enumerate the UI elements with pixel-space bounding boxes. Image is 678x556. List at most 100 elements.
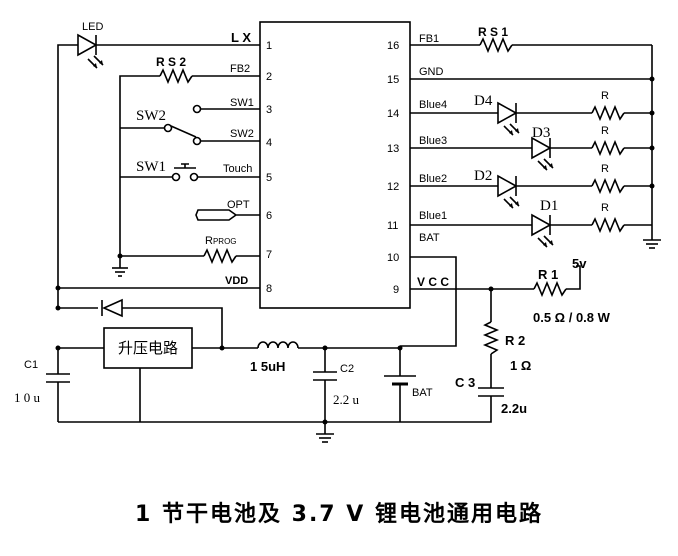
pin-3-number: 3 bbox=[266, 104, 272, 116]
junction-gnd bbox=[649, 76, 655, 82]
pin-8-name: VDD bbox=[225, 275, 248, 287]
pin-1-number: 1 bbox=[266, 40, 272, 52]
r2-resistor bbox=[482, 321, 500, 355]
pin-2-number: 2 bbox=[266, 71, 272, 83]
junction-ground-main bbox=[322, 419, 328, 425]
c3-label: C 3 bbox=[455, 375, 475, 390]
c1-value: 1 0 u bbox=[14, 390, 41, 405]
c1-label: C1 bbox=[24, 359, 38, 371]
d3-diode bbox=[531, 136, 554, 171]
r1-power-value: 0.5 Ω / 0.8 W bbox=[533, 310, 611, 325]
circuit-schematic: 1 2 3 4 5 6 7 8 L X FB2 SW1 SW2 Touch OP… bbox=[14, 21, 661, 443]
r1-led-resistor bbox=[591, 216, 625, 234]
d4-label: D4 bbox=[474, 93, 493, 109]
pin-13-number: 13 bbox=[387, 143, 399, 155]
ground-icon bbox=[643, 239, 661, 249]
d4-diode bbox=[497, 101, 520, 136]
rprog-label-r: R bbox=[205, 235, 213, 247]
pin-15-name: GND bbox=[419, 66, 444, 78]
pin-16-name: FB1 bbox=[419, 33, 439, 45]
led-diode bbox=[77, 33, 104, 69]
c3-value: 2.2u bbox=[501, 401, 527, 416]
r1-led-label: R bbox=[601, 202, 609, 214]
sw2-label: SW2 bbox=[136, 108, 166, 124]
pin-5-number: 5 bbox=[266, 172, 272, 184]
five-volt-label: 5v bbox=[572, 256, 587, 271]
pin-14-name: Blue4 bbox=[419, 99, 447, 111]
sw2-contact-a bbox=[192, 104, 202, 114]
junction-vdd bbox=[55, 285, 61, 291]
ground-icon bbox=[112, 267, 128, 277]
opt-connector bbox=[195, 209, 260, 221]
sw1-label: SW1 bbox=[136, 159, 166, 175]
d1-label: D1 bbox=[540, 198, 558, 214]
rprog-label-sub: PROG bbox=[213, 237, 237, 246]
sw2-contact-b bbox=[192, 136, 202, 146]
junction-boost-right bbox=[219, 345, 225, 351]
r2-led-resistor bbox=[591, 177, 625, 195]
battery-label: BAT bbox=[412, 387, 433, 399]
pin-1-name: L X bbox=[231, 30, 251, 45]
r3-label: R bbox=[601, 125, 609, 137]
c2-value: 2.2 u bbox=[333, 392, 360, 407]
pin-12-number: 12 bbox=[387, 181, 399, 193]
pin-11-name: Blue1 bbox=[419, 210, 447, 222]
rs1-label: R S 1 bbox=[478, 25, 508, 39]
rprog-resistor bbox=[203, 247, 237, 265]
junction-r2-led bbox=[649, 183, 655, 189]
pin-6-name: OPT bbox=[227, 199, 250, 211]
pin-11-number: 11 bbox=[387, 220, 398, 232]
pin-6-number: 6 bbox=[266, 210, 272, 222]
pin-4-number: 4 bbox=[266, 137, 272, 149]
ic-chip-body bbox=[259, 21, 411, 309]
pin-8-number: 8 bbox=[266, 283, 272, 295]
d2-diode bbox=[497, 174, 520, 209]
rs2-resistor bbox=[159, 67, 193, 85]
r1-power-resistor bbox=[533, 280, 567, 298]
r1-power-label: R 1 bbox=[538, 267, 558, 282]
boost-circuit-label: 升压电路 bbox=[118, 339, 178, 357]
wire-led-to-vdd bbox=[57, 44, 78, 308]
pin-9-number: 9 bbox=[393, 284, 399, 296]
pin-2-name: FB2 bbox=[230, 63, 250, 75]
pin-12-name: Blue2 bbox=[419, 173, 447, 185]
r2-led-label: R bbox=[601, 163, 609, 175]
pin-3-name: SW1 bbox=[230, 97, 254, 109]
pin-4-name: SW2 bbox=[230, 128, 254, 140]
pin-7-number: 7 bbox=[266, 249, 272, 261]
c2-label: C2 bbox=[340, 363, 354, 375]
pin-5-name: Touch bbox=[223, 163, 252, 175]
pin-9-name: V C C bbox=[417, 275, 449, 289]
r2-value: 1 Ω bbox=[510, 358, 531, 373]
inductor-coil bbox=[257, 341, 299, 349]
led-label: LED bbox=[82, 21, 103, 33]
pin-15-number: 15 bbox=[387, 74, 399, 86]
d2-label: D2 bbox=[474, 168, 492, 184]
inductor-label: 1 5uH bbox=[250, 359, 285, 374]
r4-resistor bbox=[591, 104, 625, 122]
wire-vcc bbox=[410, 265, 581, 290]
junction-r4 bbox=[649, 110, 655, 116]
d1-diode bbox=[531, 213, 554, 248]
wire-bat-pin bbox=[400, 256, 457, 347]
junction-diode bbox=[55, 305, 61, 311]
sw1-contact-b bbox=[171, 172, 181, 182]
junction-rprog bbox=[117, 253, 123, 259]
junction-r3 bbox=[649, 145, 655, 151]
rs1-resistor bbox=[479, 36, 513, 54]
rprog-label: RPROG bbox=[205, 235, 237, 247]
sw1-contact-a bbox=[189, 172, 199, 182]
pin-13-name: Blue3 bbox=[419, 135, 447, 147]
sw2-lever bbox=[170, 125, 197, 138]
diagram-caption: 1 节干电池及 3.7 V 锂电池通用电路 bbox=[135, 502, 543, 527]
pin-16-number: 16 bbox=[387, 40, 399, 52]
r2-label: R 2 bbox=[505, 333, 525, 348]
wire-diode-feedback bbox=[58, 307, 223, 348]
sw1-button bbox=[174, 163, 196, 169]
ground-icon bbox=[316, 433, 334, 443]
r4-label: R bbox=[601, 90, 609, 102]
d3-label: D3 bbox=[532, 125, 550, 141]
schottky-diode bbox=[101, 298, 123, 318]
wire-rprog bbox=[119, 255, 260, 268]
sw2-pivot bbox=[163, 123, 173, 133]
